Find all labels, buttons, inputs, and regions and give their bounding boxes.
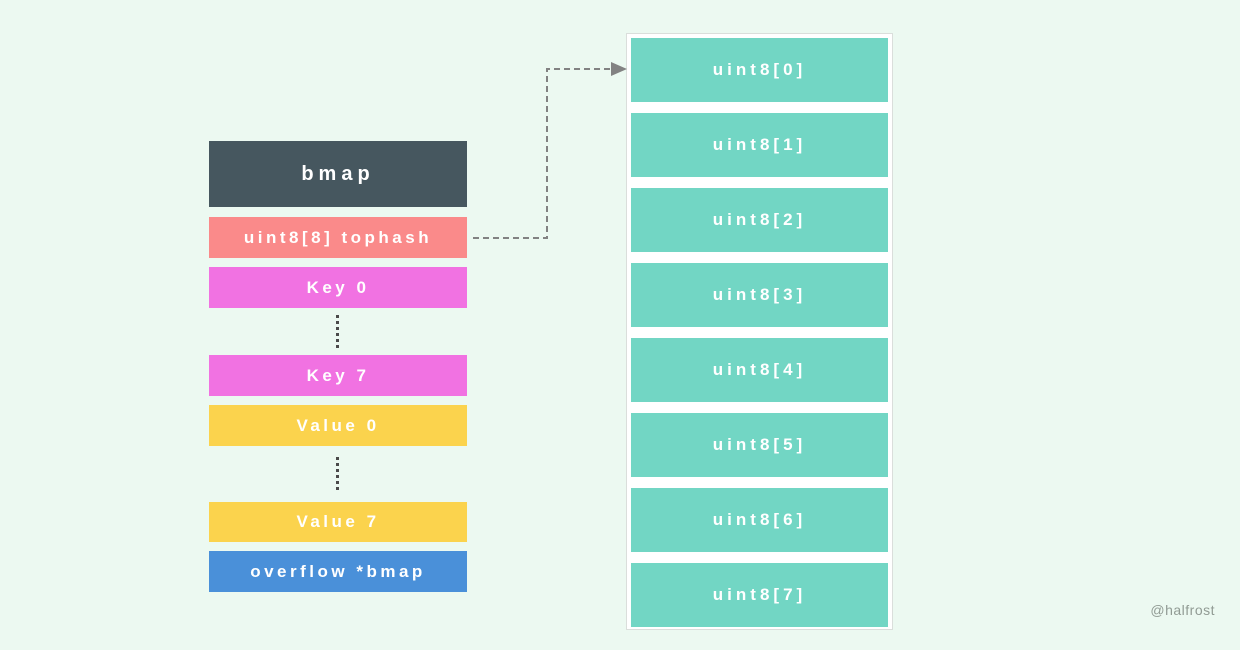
tophash-array-container: uint8[0] uint8[1] uint8[2] uint8[3] uint… <box>626 33 893 630</box>
value7-box: Value 7 <box>209 502 467 542</box>
key0-box: Key 0 <box>209 267 467 308</box>
uint8-cell-4: uint8[4] <box>631 338 888 402</box>
bmap-box: bmap <box>209 141 467 207</box>
arrow-dashed-path <box>473 68 612 239</box>
uint8-cell-7: uint8[7] <box>631 563 888 627</box>
ellipsis-separator-values <box>336 457 339 490</box>
uint8-cell-6: uint8[6] <box>631 488 888 552</box>
uint8-cell-1: uint8[1] <box>631 113 888 177</box>
uint8-cell-3: uint8[3] <box>631 263 888 327</box>
uint8-cell-0: uint8[0] <box>631 38 888 102</box>
overflow-bmap-box: overflow *bmap <box>209 551 467 592</box>
tophash-box: uint8[8] tophash <box>209 217 467 258</box>
ellipsis-separator-keys <box>336 315 339 348</box>
arrow-head <box>611 62 627 76</box>
value0-box: Value 0 <box>209 405 467 446</box>
key7-box: Key 7 <box>209 355 467 396</box>
uint8-cell-5: uint8[5] <box>631 413 888 477</box>
uint8-cell-2: uint8[2] <box>631 188 888 252</box>
watermark-credit: @halfrost <box>1150 602 1215 618</box>
